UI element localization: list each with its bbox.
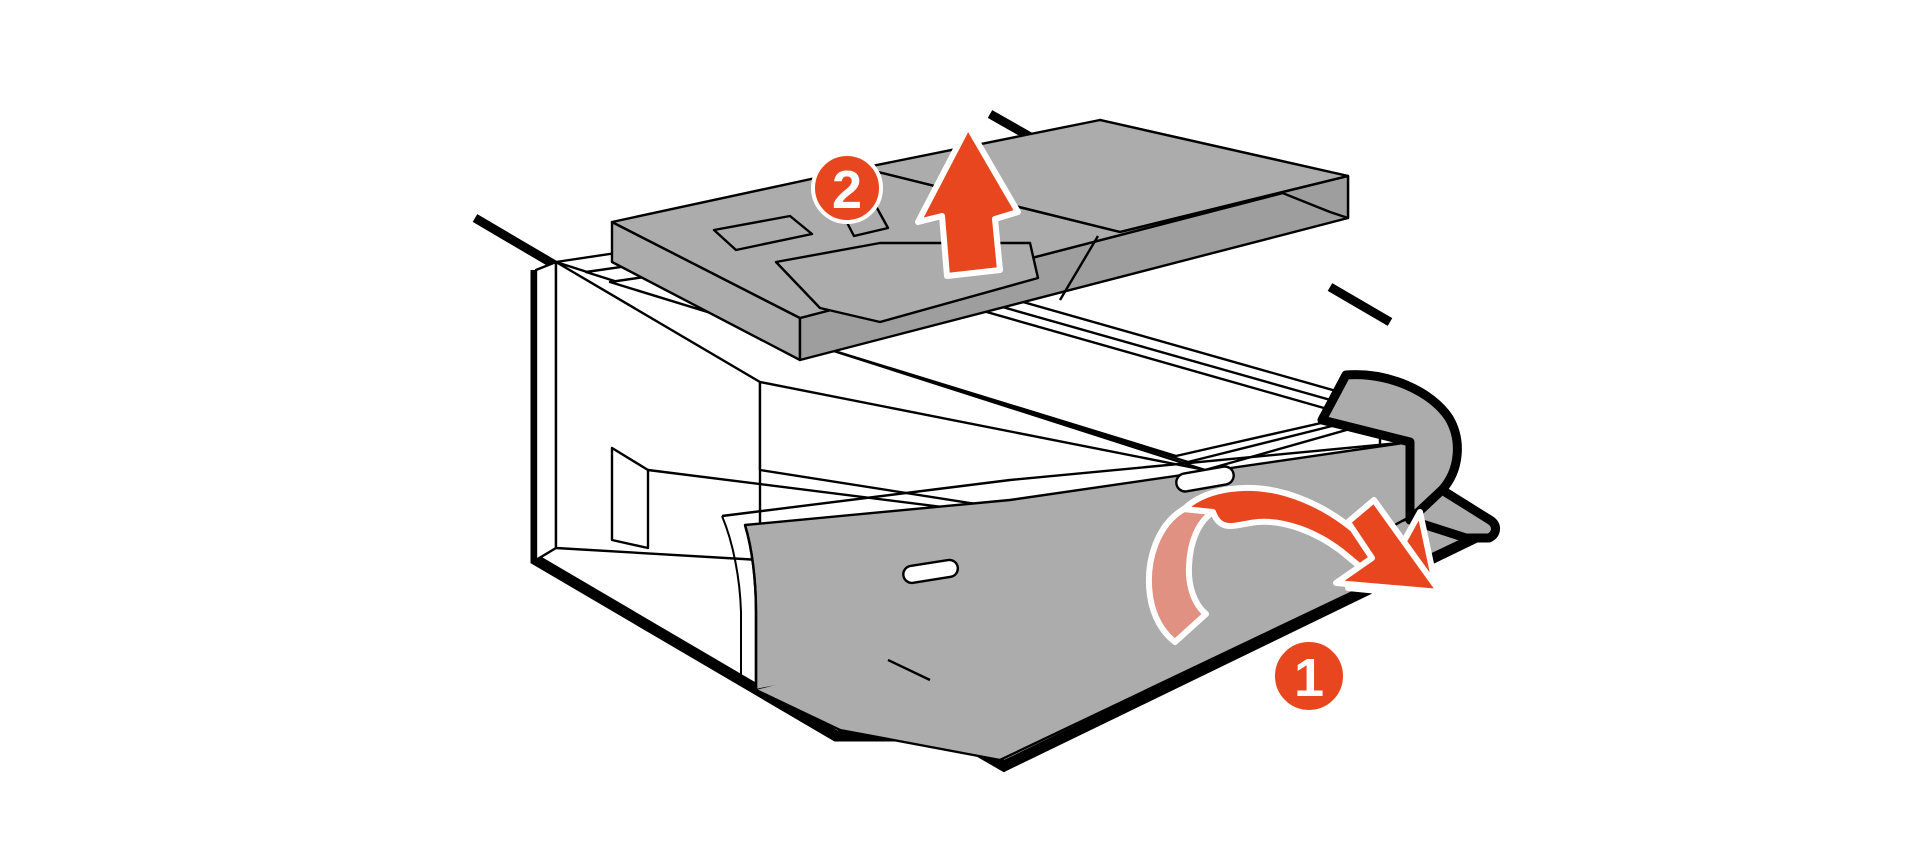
curved-arrow-open-cover — [1146, 484, 1443, 645]
curved-arrow-head — [1333, 497, 1443, 595]
straight-arrow-shape — [915, 123, 1021, 279]
side-cover-flap-crease — [1321, 418, 1411, 444]
step-badge-1-label: 1 — [1294, 648, 1324, 708]
leader-line-rear-right — [1327, 283, 1393, 326]
step-badge-2-circle[interactable] — [811, 152, 883, 224]
output-tray-flap[interactable] — [1405, 485, 1500, 543]
straight-arrow-lift-unit — [915, 123, 1021, 279]
adf-top-panel-small-rect — [712, 214, 814, 252]
front-cover-grip-slot-left[interactable] — [902, 558, 960, 585]
step-badge-2[interactable]: 2 — [811, 152, 883, 224]
front-cover-left-roll-inner — [721, 515, 742, 684]
printer-body-left-notch — [610, 446, 650, 550]
leader-line-rear-left — [472, 214, 563, 272]
step-badge-2-label: 2 — [832, 160, 862, 220]
adf-top-seam-3 — [1058, 235, 1100, 301]
front-cover-left-roll — [743, 524, 758, 690]
front-cover-top-edge — [721, 440, 1411, 518]
front-cover-grip-slot-right[interactable] — [1175, 465, 1235, 493]
step-badge-1-circle[interactable] — [1271, 638, 1347, 714]
curved-arrow-tail-faded — [1146, 506, 1216, 645]
printer-body-left-face — [534, 260, 558, 562]
adf-top-seam-2 — [1119, 174, 1349, 234]
front-cover-bottom-crease — [887, 658, 931, 682]
side-cover-flap-fold — [1320, 374, 1348, 421]
step-badge-1[interactable]: 1 — [1271, 638, 1347, 714]
